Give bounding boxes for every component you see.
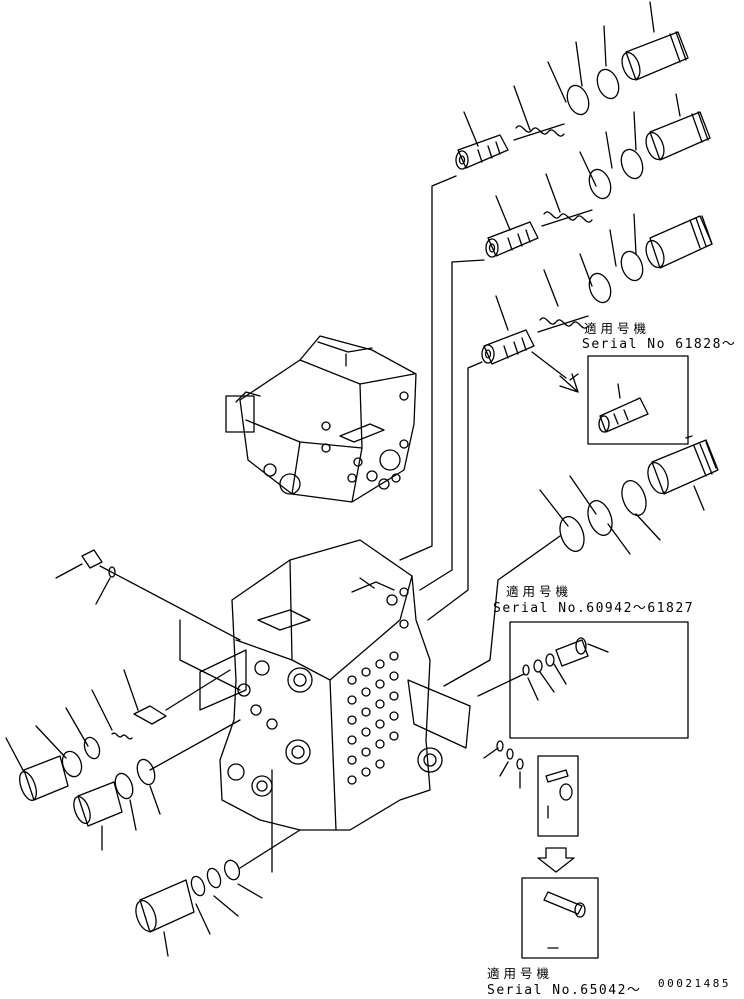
- callout-3-heading: 適用号機: [487, 966, 554, 981]
- callout-box-65042: [521, 755, 599, 959]
- valve-body-rear-view: [225, 335, 417, 503]
- callout-1-heading: 適用号機: [584, 321, 651, 336]
- callout-box-60942: [477, 621, 689, 789]
- callout-box-61828: [531, 351, 689, 445]
- drawing-number: 00021485: [658, 977, 731, 990]
- spool-assembly-3: [481, 213, 713, 365]
- spool-assembly-2: [485, 93, 711, 258]
- callout-3-serial: Serial No.65042～: [487, 983, 642, 998]
- assembly-leader-lines: [399, 175, 561, 687]
- main-valve-body: [199, 539, 471, 831]
- relief-valve-assembly: [539, 435, 719, 555]
- spool-assembly-1: [455, 1, 689, 170]
- callout-1-serial: Serial No 61828～: [582, 337, 737, 352]
- callout-2-heading: 適用号機: [506, 584, 573, 599]
- valve-body-port-pattern: [347, 587, 409, 785]
- left-side-parts: [5, 549, 301, 957]
- callout-2-serial: Serial No.60942～61827: [493, 601, 695, 616]
